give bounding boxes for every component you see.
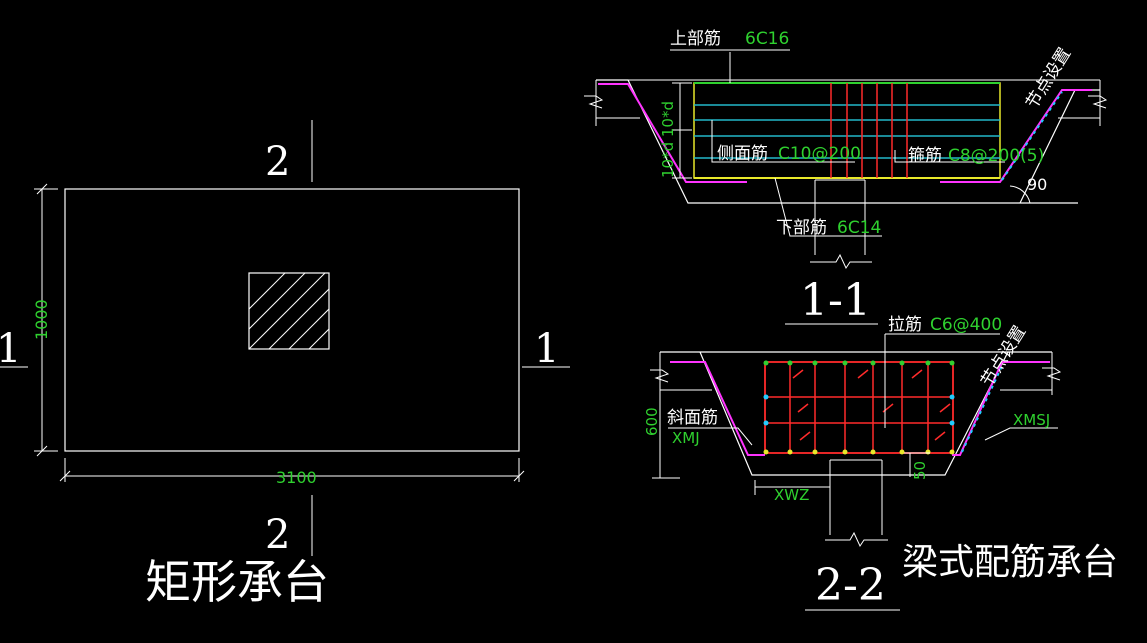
slope-bar-left-2-2	[670, 361, 765, 456]
pile-1-1	[814, 179, 866, 255]
dimension-vertical-1-1: 10*d 10*d	[659, 101, 677, 178]
slope-bar-code-left: XMJ	[672, 429, 700, 447]
cap-outline	[64, 188, 520, 452]
slope-bar-label-2-2: 斜面筋	[667, 408, 718, 428]
section-label-bottom: 2	[265, 512, 290, 558]
stirrup-label: 箍筋	[908, 146, 942, 166]
bottom-code-2-2: XWZ	[774, 486, 809, 504]
dimension-height-text: 1000	[32, 299, 51, 340]
slope-bar-right-1-1	[940, 89, 1092, 183]
top-dots-2-2	[763, 360, 955, 366]
stirrup-value: C8@200(5)	[948, 146, 1044, 166]
tie-value: C6@400	[930, 315, 1002, 335]
plan-view: 2 2 1 1 3100 1000 矩形承台	[0, 120, 570, 609]
dimension-cover-2-2: 50	[911, 461, 929, 480]
side-bar-value: C10@200	[778, 144, 861, 164]
tie-bars-2-2	[765, 362, 953, 453]
top-bar-label: 上部筋	[670, 29, 721, 49]
section-label-top: 2	[265, 139, 290, 185]
bottom-bar-value: 6C14	[837, 218, 881, 238]
node-note-1-1: 节点设置	[1022, 44, 1075, 112]
section-label-right: 1	[534, 326, 559, 372]
dimension-width-text: 3100	[276, 468, 317, 487]
section-label-left: 1	[0, 326, 21, 372]
section-1-1-title: 1-1	[800, 275, 871, 326]
plan-title: 矩形承台	[145, 555, 329, 609]
dimension-height-2-2: 600	[643, 407, 661, 436]
slope-bar-left-1-1	[598, 83, 747, 183]
side-bar-label: 侧面筋	[717, 144, 768, 164]
top-bar-value: 6C16	[745, 29, 789, 49]
bottom-bar-label: 下部筋	[776, 218, 827, 238]
slope-bar-right-2-2	[952, 361, 1050, 456]
drawing-heading: 梁式配筋承台	[902, 542, 1118, 583]
section-2-2-title: 2-2	[815, 560, 886, 611]
column-hatch	[248, 272, 330, 350]
beam-cage-2-2	[764, 361, 954, 454]
side-dots-2-2	[763, 394, 955, 426]
pile-2-2	[829, 459, 883, 535]
section-1-1: 10*d 10*d 90 上部筋 6C16 侧面筋 C10@200 箍筋 C8@…	[584, 29, 1108, 326]
dimension-width	[59, 458, 525, 482]
dimension-height	[34, 183, 58, 457]
slope-bar-code-right: XMSJ	[1013, 411, 1050, 429]
angle-text: 90	[1027, 175, 1047, 194]
section-2-2-outline	[660, 351, 1052, 476]
tie-label: 拉筋	[888, 315, 922, 335]
